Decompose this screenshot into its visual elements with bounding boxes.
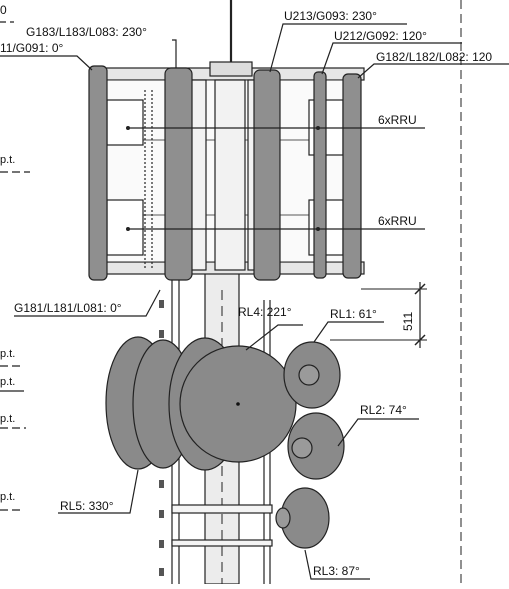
dish-rl2 (287, 412, 345, 480)
label-rl1: RL1: 61° (330, 307, 377, 321)
label-pt-1: p.t. (0, 154, 15, 166)
dish-rl2-feed (291, 437, 313, 459)
rru-box-lower-left (106, 199, 144, 256)
g183-leader (172, 39, 177, 68)
label-pt-4: p.t. (0, 413, 15, 425)
label-g091: 11/G091: 0° (0, 41, 63, 55)
g181-leader (14, 289, 161, 317)
mast-clamp-top (209, 61, 253, 77)
rl5-leader (58, 469, 139, 514)
label-g182: G182/L182/L082: 120 (376, 50, 492, 64)
u213-leader (269, 23, 407, 73)
label-dim-511: 511 (401, 312, 415, 331)
rl1-leader (313, 321, 384, 343)
lower-bracket (171, 504, 273, 514)
rl3-leader (304, 549, 370, 580)
label-rru-lower: 6xRRU (378, 214, 417, 228)
label-u212: U212/G092: 120° (334, 29, 427, 43)
rl2-leader (337, 418, 419, 447)
label-pt-3: p.t. (0, 376, 15, 388)
rl4-leader (245, 324, 303, 351)
dish-rl1-feed (298, 364, 320, 386)
lower-bracket-2 (171, 539, 273, 547)
rru-box-upper-left (106, 99, 144, 146)
label-top-left: 0 (0, 3, 7, 17)
label-u213: U213/G093: 230° (284, 9, 377, 23)
antenna-panel-u212 (313, 71, 327, 279)
u212-leader (321, 42, 462, 75)
g182-leader (357, 63, 509, 79)
antenna-panel-g182 (342, 73, 362, 279)
dish-rl3-feed (275, 507, 291, 529)
label-g181: G181/L181/L081: 0° (14, 301, 122, 315)
antenna-panel-u213 (253, 69, 281, 281)
label-rl4: RL4: 221° (238, 305, 292, 319)
label-rl3: RL3: 87° (313, 564, 360, 578)
label-rl5: RL5: 330° (60, 499, 114, 513)
label-pt-2: p.t. (0, 348, 15, 360)
label-rru-upper: 6xRRU (378, 113, 417, 127)
g091-leader (0, 55, 93, 71)
label-pt-5: p.t. (0, 491, 15, 503)
antenna-panel-g091 (88, 65, 108, 281)
label-rl2: RL2: 74° (360, 403, 407, 417)
label-g183: G183/L183/L083: 230° (26, 25, 147, 39)
antenna-panel-g183 (164, 67, 193, 281)
mast-upper (214, 79, 246, 271)
